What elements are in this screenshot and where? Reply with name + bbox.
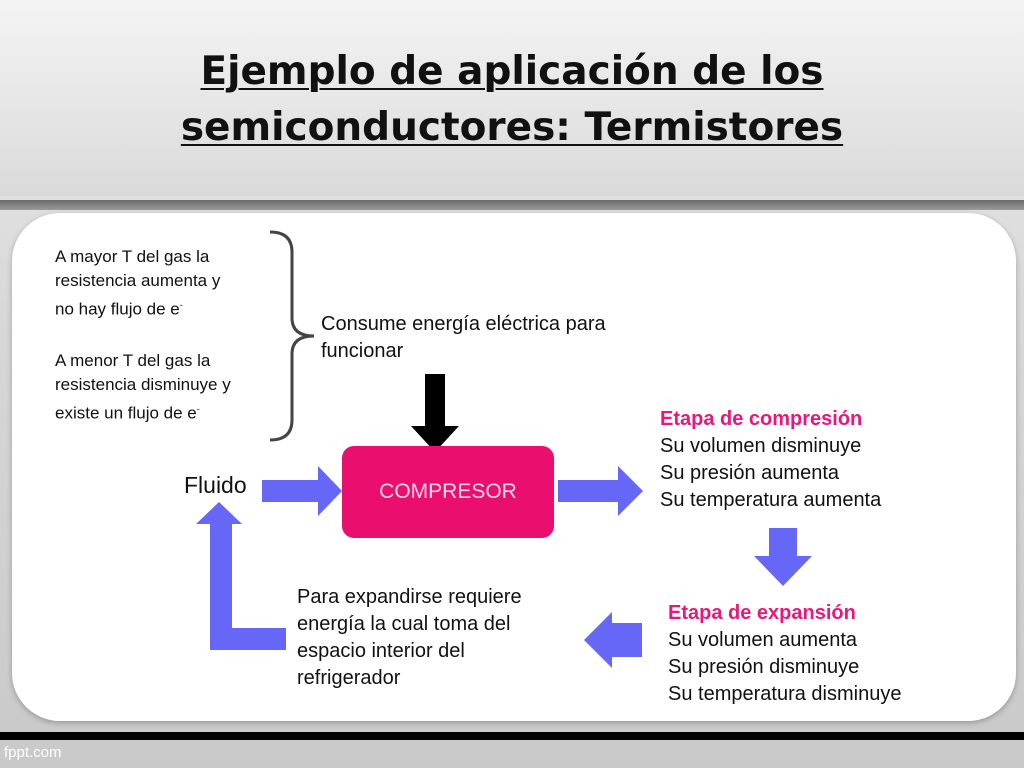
compressor-label: COMPRESOR bbox=[379, 480, 517, 503]
title-line-1: Ejemplo de aplicación de los bbox=[200, 49, 824, 94]
arrow-right-into-compressor-icon bbox=[262, 466, 342, 516]
compression-heading: Etapa de compresión bbox=[660, 408, 863, 430]
title-band bbox=[0, 0, 1024, 196]
arrow-down-between-stages-icon bbox=[754, 528, 812, 586]
footer-brand: fppt.com bbox=[4, 744, 62, 761]
title-line-2: semiconductores: Termistores bbox=[180, 105, 844, 150]
note-low-temperature: A menor T del gas la resistencia disminu… bbox=[55, 351, 231, 423]
compressor-box: COMPRESOR bbox=[342, 446, 554, 538]
fluid-label: Fluido bbox=[184, 472, 247, 498]
slide-title: Ejemplo de aplicación de los semiconduct… bbox=[0, 44, 1024, 156]
divider-strip bbox=[0, 200, 1024, 210]
expansion-heading: Etapa de expansión bbox=[668, 602, 856, 624]
curly-brace bbox=[269, 230, 315, 442]
expansion-stage: Etapa de expansión Su volumen aumenta Su… bbox=[668, 602, 902, 705]
arrow-left-from-expansion-icon bbox=[584, 612, 642, 668]
note-high-temperature: A mayor T del gas la resistencia aumenta… bbox=[55, 247, 221, 319]
footer-bar bbox=[0, 732, 1024, 740]
energy-note: Consume energía eléctrica para funcionar bbox=[321, 313, 606, 362]
compression-stage: Etapa de compresión Su volumen disminuye… bbox=[660, 408, 882, 511]
energy-arrow-icon bbox=[411, 374, 459, 452]
return-arrow-icon bbox=[196, 502, 286, 650]
expansion-energy-note: Para expandirse requiere energía la cual… bbox=[297, 586, 522, 689]
arrow-right-out-compressor-icon bbox=[558, 466, 643, 516]
